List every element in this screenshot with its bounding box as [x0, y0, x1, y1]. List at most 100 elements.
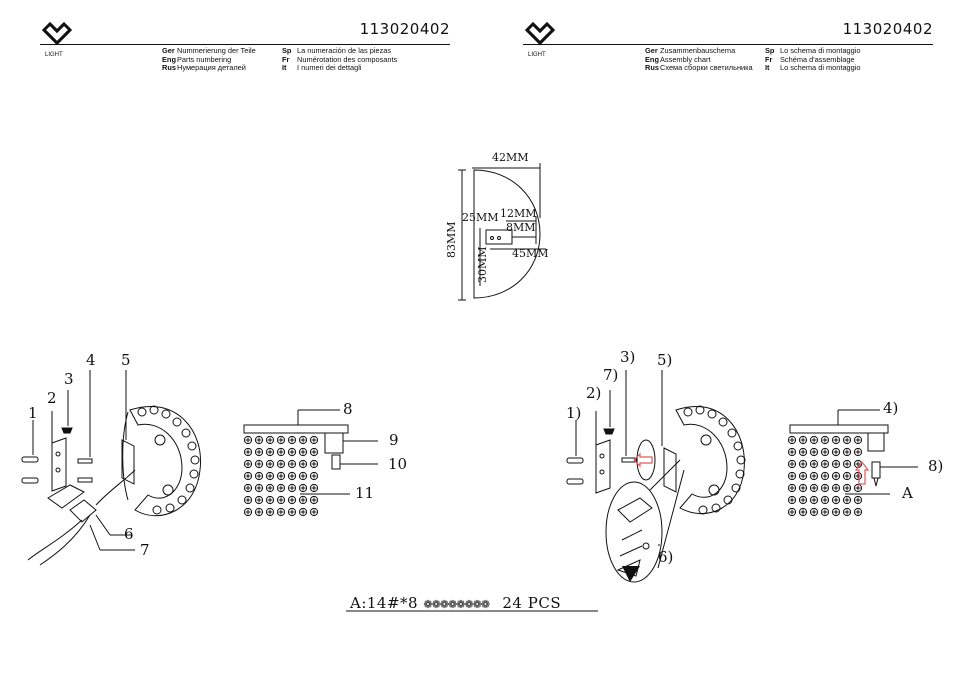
bead [276, 447, 286, 457]
bead [853, 495, 863, 505]
step-label-6: 6) [658, 548, 674, 566]
bead [287, 447, 297, 457]
header-rule [40, 44, 450, 45]
bead [831, 447, 841, 457]
bead [842, 459, 852, 469]
right-header: LIGHT 113020402 [523, 14, 933, 76]
step-label-8: 8) [928, 457, 944, 475]
up-arrow-icon [854, 461, 870, 485]
insert-arrow-icon [633, 452, 653, 468]
bead [809, 435, 819, 445]
bead [842, 435, 852, 445]
bead [243, 459, 253, 469]
bead [298, 447, 308, 457]
bead [276, 483, 286, 493]
part-label-2: 2 [47, 389, 57, 407]
bead [276, 495, 286, 505]
bead [853, 435, 863, 445]
dim-height-upper: 25MM [462, 211, 499, 224]
dim-depth-b: 8MM [506, 221, 536, 234]
bead [809, 447, 819, 457]
step-label-a: A [902, 484, 913, 502]
bead [787, 459, 797, 469]
bead [798, 507, 808, 517]
lang-line: EngAssembly chart [645, 54, 711, 64]
bead [787, 471, 797, 481]
bead [820, 471, 830, 481]
bead [243, 447, 253, 457]
part-label-5: 5 [121, 351, 131, 369]
bead [820, 435, 830, 445]
left-parts-drawing [21, 370, 202, 566]
part-label-7: 7 [140, 541, 150, 559]
bead [276, 507, 286, 517]
brand-text: LIGHT [528, 52, 546, 58]
document-number: 113020402 [842, 20, 933, 38]
bead [276, 435, 286, 445]
part-label-9: 9 [389, 431, 399, 449]
bead [787, 495, 797, 505]
part-label-8: 8 [343, 400, 353, 418]
bead [842, 495, 852, 505]
bead [842, 483, 852, 493]
left-header: LIGHT 113020402 [40, 14, 450, 76]
bead [842, 471, 852, 481]
bead [287, 507, 297, 517]
bead [309, 483, 319, 493]
bead [276, 459, 286, 469]
bead [787, 507, 797, 517]
bead [787, 435, 797, 445]
bead [243, 507, 253, 517]
bead [831, 471, 841, 481]
bead [809, 507, 819, 517]
dim-width-top: 42MM [492, 151, 529, 164]
bead [309, 459, 319, 469]
bead [798, 495, 808, 505]
right-parts-drawing [566, 370, 746, 583]
bead-spec: A:14#*8 ❁❁❁❁❁❁❁❁ 24 PCS [350, 594, 561, 612]
bead [243, 471, 253, 481]
bead [853, 447, 863, 457]
bead [809, 483, 819, 493]
bead [254, 447, 264, 457]
bead [853, 483, 863, 493]
bead-spec-icons: ❁❁❁❁❁❁❁❁ [423, 598, 490, 611]
header-rule [523, 44, 933, 45]
bead [298, 459, 308, 469]
bead [265, 483, 275, 493]
dim-height-total: 83MM [445, 221, 458, 258]
bead [787, 447, 797, 457]
bead [243, 483, 253, 493]
bead [298, 471, 308, 481]
bead [254, 459, 264, 469]
part-label-4: 4 [86, 351, 96, 369]
part-label-11: 11 [355, 484, 375, 502]
step-label-2: 2) [586, 384, 602, 402]
bead [254, 495, 264, 505]
bead [243, 435, 253, 445]
bead [798, 471, 808, 481]
bead [298, 435, 308, 445]
bead-spec-label: A:14#*8 [350, 594, 419, 612]
dim-depth-a: 12MM [500, 207, 537, 220]
bead [254, 507, 264, 517]
part-label-1: 1 [28, 404, 38, 422]
bead [265, 447, 275, 457]
document-number: 113020402 [359, 20, 450, 38]
bead [309, 507, 319, 517]
bead [265, 435, 275, 445]
bead [842, 447, 852, 457]
bead [820, 459, 830, 469]
bead [276, 471, 286, 481]
dim-depth-c: 45MM [512, 247, 549, 260]
bead [798, 447, 808, 457]
bead [798, 483, 808, 493]
bead [298, 507, 308, 517]
